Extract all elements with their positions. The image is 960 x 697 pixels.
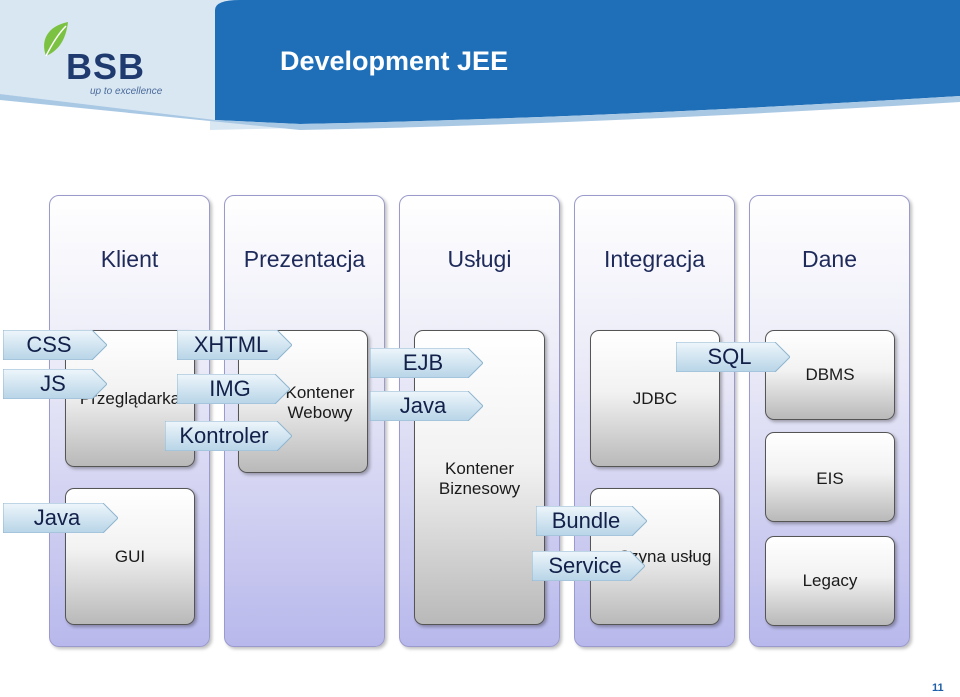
logo-text: BSB	[66, 46, 146, 87]
box-label-eis: EIS	[816, 469, 844, 488]
column-title-integracja: Integracja	[603, 246, 705, 272]
column-title-prezentacja: Prezentacja	[243, 246, 366, 272]
box-legacy: Legacy	[765, 536, 895, 626]
box-label-legacy: Legacy	[802, 571, 858, 590]
header-band	[0, 0, 960, 130]
tag-label-java-klient: Java	[33, 505, 81, 530]
box-label-gui: GUI	[114, 547, 146, 566]
tag-css: CSS	[3, 330, 107, 360]
tag-sql: SQL	[676, 342, 790, 372]
tag-label-ejb: EJB	[402, 350, 444, 375]
box-label-jdbc: JDBC	[632, 389, 678, 408]
tag-label-java-uslugi: Java	[399, 393, 447, 418]
tag-img: IMG	[177, 374, 290, 404]
page-number: 11	[932, 682, 944, 694]
tag-label-service: Service	[548, 553, 622, 578]
tag-java-uslugi: Java	[370, 391, 483, 421]
box-label-kontener-webowy-1: Kontener	[285, 383, 355, 402]
tag-xhtml: XHTML	[177, 330, 292, 360]
tag-java-klient: Java	[3, 503, 118, 533]
tag-label-kontroler: Kontroler	[179, 423, 269, 448]
tag-label-bundle: Bundle	[551, 508, 621, 533]
box-dbms: DBMS	[765, 330, 895, 420]
tag-label-js: JS	[40, 371, 66, 396]
box-label-przegladarka: Przeglądarka	[79, 389, 181, 408]
box-kontener-biznesowy: Kontener Biznesowy	[414, 330, 545, 625]
tag-label-xhtml: XHTML	[193, 332, 269, 357]
logo-tagline: up to excellence	[90, 86, 163, 97]
tag-ejb: EJB	[370, 348, 483, 378]
column-title-uslugi: Usługi	[447, 246, 512, 272]
bsb-logo: BSB up to excellence	[38, 20, 173, 100]
box-label-szyna-uslug: Szyna usług	[618, 547, 712, 566]
box-label-kontener-webowy-2: Webowy	[287, 403, 353, 422]
box-eis: EIS	[765, 432, 895, 522]
column-title-dane: Dane	[802, 246, 857, 272]
tag-js: JS	[3, 369, 107, 399]
box-label-dbms: DBMS	[805, 365, 855, 384]
page-title: Development JEE	[280, 46, 509, 76]
tag-label-img: IMG	[209, 376, 251, 401]
tag-bundle: Bundle	[536, 506, 647, 536]
tag-kontroler: Kontroler	[165, 421, 292, 451]
tag-label-sql: SQL	[707, 344, 752, 369]
column-title-klient: Klient	[100, 246, 159, 272]
tag-service: Service	[532, 551, 645, 581]
box-label-kontener-biznesowy-2: Biznesowy	[438, 479, 521, 498]
tag-label-css: CSS	[26, 332, 72, 357]
leaf-icon	[44, 22, 68, 57]
box-label-kontener-biznesowy-1: Kontener	[445, 459, 514, 478]
